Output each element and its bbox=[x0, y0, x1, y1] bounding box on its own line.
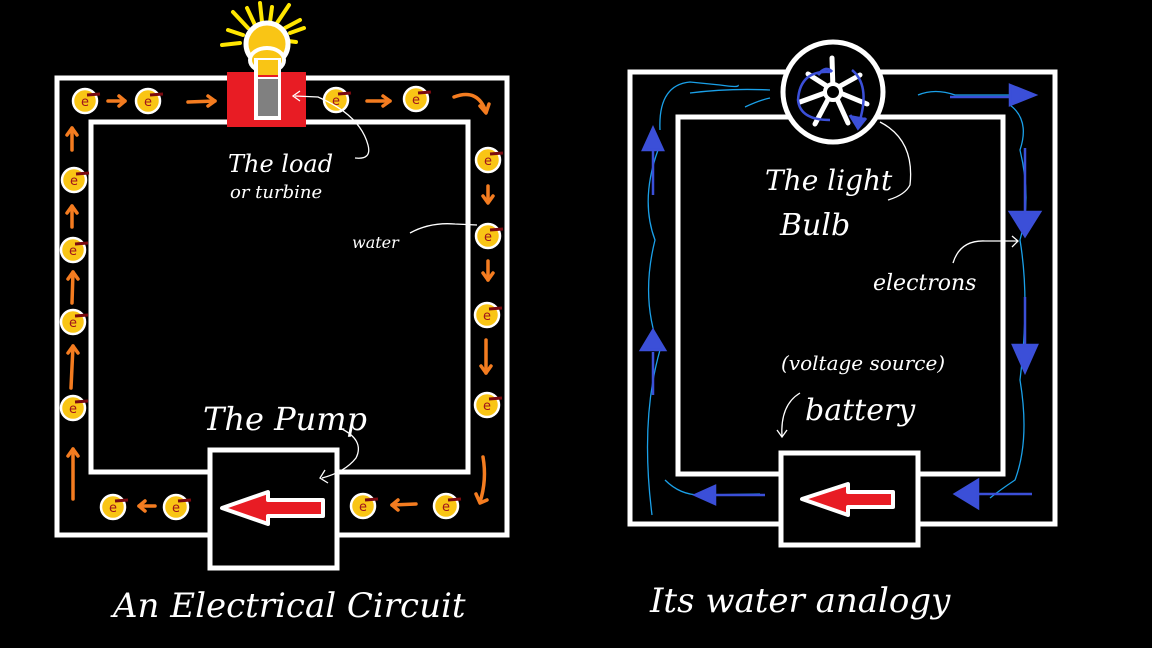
electron-symbol: e bbox=[69, 316, 77, 331]
flow-arrows bbox=[65, 92, 495, 513]
flow-arrow-up-icon bbox=[66, 447, 80, 501]
flow-arrow-up-icon bbox=[65, 204, 79, 229]
battery-arrow-icon bbox=[800, 482, 895, 517]
water-arrow-down-icon bbox=[1011, 297, 1039, 376]
flow-arrow-left-icon bbox=[137, 499, 157, 513]
right-circuit: The light Bulb electrons (voltage source… bbox=[627, 39, 1058, 621]
water-pointer bbox=[409, 223, 478, 234]
battery-pointer bbox=[781, 392, 801, 438]
electron-icon: e bbox=[59, 236, 89, 264]
electron-icon: e bbox=[474, 222, 504, 250]
annotation-pointers-right bbox=[776, 121, 1019, 439]
annotation-pointers bbox=[291, 90, 478, 484]
electron-icon: e bbox=[60, 166, 90, 194]
electron-icon: e bbox=[473, 301, 503, 329]
electron-icon: e bbox=[134, 87, 164, 115]
electron-symbol: e bbox=[332, 94, 340, 109]
electron-symbol: e bbox=[484, 154, 492, 169]
water-arrow-up-icon bbox=[638, 327, 668, 395]
right-diagram-title: Its water analogy bbox=[649, 581, 951, 621]
bulb-label-line2: Bulb bbox=[779, 208, 850, 243]
electron-symbol: e bbox=[70, 174, 78, 189]
load-label-line2: or turbine bbox=[230, 182, 322, 203]
electron-symbol: e bbox=[109, 501, 117, 516]
water-flow-lines bbox=[646, 81, 1027, 516]
flow-arrow-curve-down-icon bbox=[474, 455, 489, 505]
electrons-group: e e e e e e e e e e e e e e e e bbox=[59, 85, 504, 521]
pump-pointer bbox=[321, 427, 360, 479]
electron-symbol: e bbox=[483, 309, 491, 324]
load-label-line1: The load bbox=[228, 150, 333, 178]
electron-symbol: e bbox=[69, 244, 77, 259]
turbine-icon bbox=[780, 39, 886, 145]
pump-arrow-icon bbox=[220, 490, 325, 526]
flow-arrow-up-icon bbox=[66, 270, 80, 305]
water-arrow-up-icon bbox=[641, 124, 665, 195]
electron-symbol: e bbox=[81, 95, 89, 110]
electron-icon: e bbox=[474, 146, 504, 174]
flow-arrow-up-icon bbox=[66, 344, 80, 390]
flow-arrow-down-icon bbox=[479, 338, 493, 375]
electron-icon: e bbox=[99, 493, 129, 521]
electrons-pointer bbox=[952, 240, 1018, 264]
flow-arrow-down-icon bbox=[481, 259, 495, 282]
electron-icon: e bbox=[59, 308, 89, 336]
source-label: (voltage source) bbox=[781, 351, 945, 375]
water-flow-arrows bbox=[638, 83, 1043, 511]
electron-symbol: e bbox=[359, 500, 367, 515]
water-label: water bbox=[352, 233, 400, 252]
water-arrow-left-icon bbox=[952, 477, 1032, 511]
flow-arrow-curve-down-icon bbox=[452, 92, 491, 115]
electron-symbol: e bbox=[442, 500, 450, 515]
electron-icon: e bbox=[432, 492, 462, 520]
water-arrow-down-icon bbox=[1007, 148, 1043, 239]
pump-label: The Pump bbox=[203, 400, 367, 438]
light-bulb-icon bbox=[243, 20, 291, 120]
electron-symbol: e bbox=[483, 399, 491, 414]
electron-icon: e bbox=[162, 493, 192, 521]
flow-arrow-down-icon bbox=[481, 184, 495, 205]
electron-symbol: e bbox=[412, 93, 420, 108]
electron-icon: e bbox=[349, 492, 379, 520]
flow-arrow-right-icon bbox=[365, 94, 392, 108]
bulb-pointer bbox=[879, 121, 912, 201]
electron-symbol: e bbox=[172, 501, 180, 516]
electron-symbol: e bbox=[484, 230, 492, 245]
flow-arrow-right-icon bbox=[186, 94, 217, 108]
load-pointer bbox=[294, 95, 370, 159]
battery-label: battery bbox=[805, 393, 916, 428]
electron-icon: e bbox=[71, 87, 101, 115]
electron-icon: e bbox=[59, 394, 89, 422]
water-arrow-right-icon bbox=[950, 83, 1039, 107]
electron-icon: e bbox=[322, 86, 352, 114]
electron-icon: e bbox=[473, 391, 503, 419]
bulb-label-line1: The light bbox=[765, 164, 893, 197]
electron-symbol: e bbox=[69, 402, 77, 417]
left-diagram-title: An Electrical Circuit bbox=[110, 586, 466, 626]
flow-arrow-right-icon bbox=[106, 94, 127, 108]
electrons-label: electrons bbox=[873, 271, 976, 296]
water-arrow-left-icon bbox=[691, 484, 765, 506]
electron-icon: e bbox=[402, 85, 432, 113]
electron-symbol: e bbox=[144, 95, 152, 110]
flow-arrow-left-icon bbox=[390, 498, 418, 512]
flow-arrow-up-icon bbox=[65, 126, 79, 152]
